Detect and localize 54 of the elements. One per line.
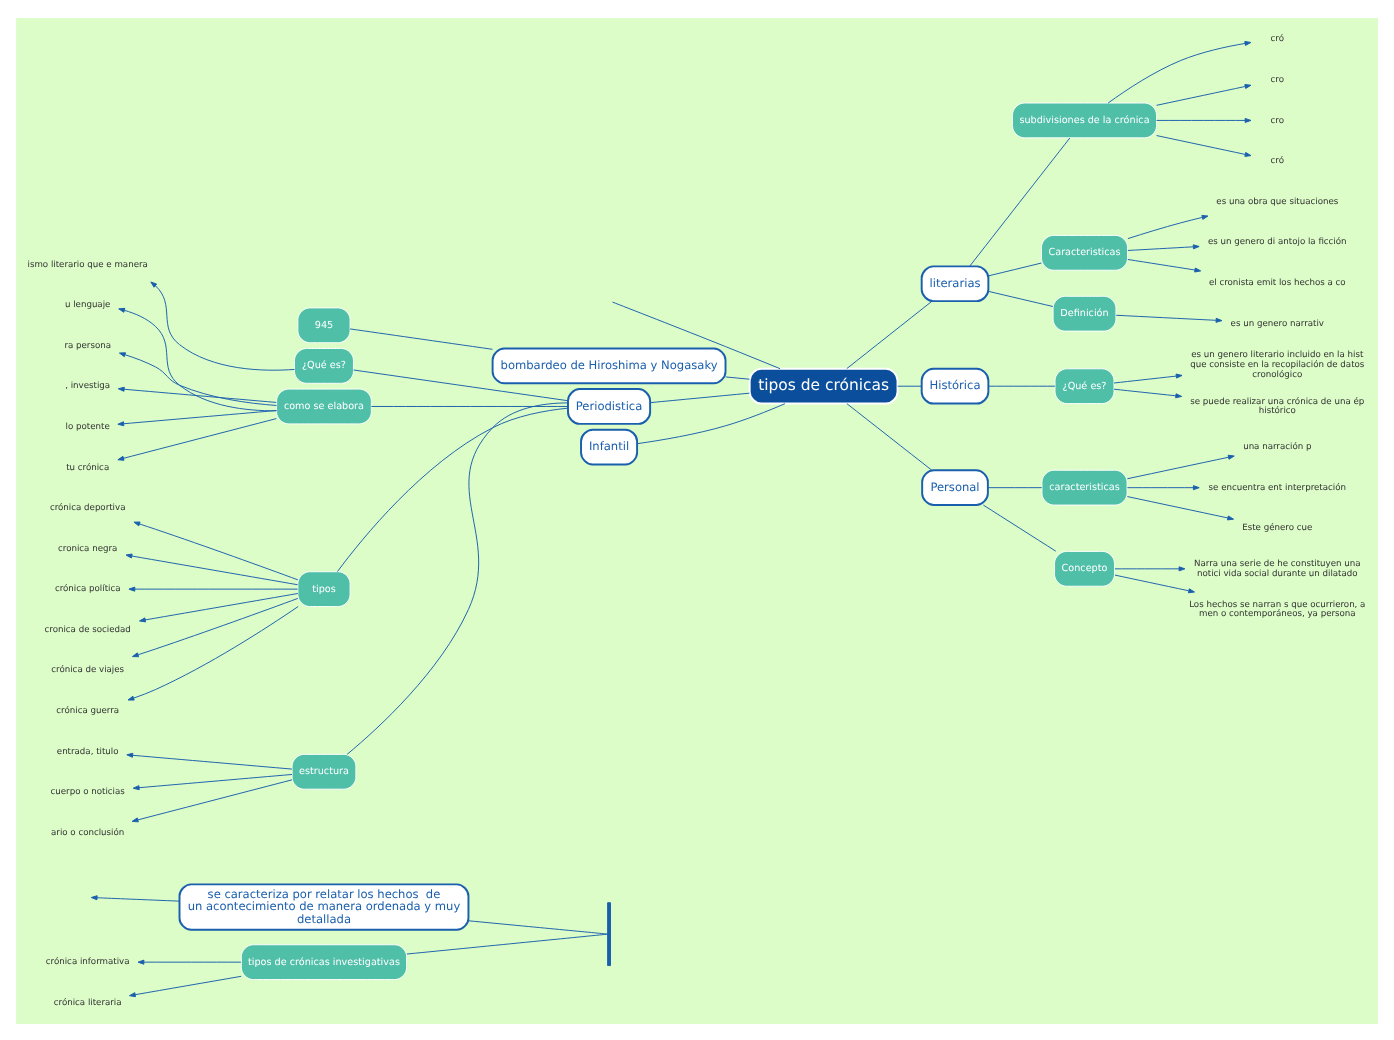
arrow — [1114, 565, 1186, 571]
arrow — [1126, 453, 1235, 479]
connector — [725, 375, 750, 379]
connector — [988, 261, 1042, 276]
arrow — [1107, 39, 1252, 103]
connector — [370, 405, 569, 406]
node-bar — [607, 901, 611, 965]
connector — [969, 136, 1071, 266]
connector — [468, 919, 608, 934]
arrow — [125, 552, 299, 585]
arrow — [117, 409, 277, 426]
arrow — [1114, 573, 1195, 593]
connector — [982, 503, 1057, 551]
arrow — [128, 585, 299, 591]
arrow — [1115, 313, 1223, 322]
connector — [349, 327, 493, 349]
arrow — [1156, 116, 1252, 122]
arrow — [133, 520, 299, 580]
arrow — [131, 778, 293, 822]
arrow — [117, 385, 277, 402]
arrow — [1126, 495, 1235, 520]
arrow — [127, 605, 299, 700]
arrow — [137, 958, 242, 964]
connector — [987, 486, 1043, 488]
connector — [346, 401, 569, 754]
connector — [897, 384, 923, 386]
arrow — [118, 351, 277, 405]
arrow — [126, 751, 293, 769]
arrow — [1127, 213, 1209, 239]
arrow — [1127, 243, 1200, 250]
arrow — [1126, 484, 1200, 490]
connector — [988, 384, 1056, 386]
connector — [649, 391, 750, 403]
connector — [988, 289, 1054, 306]
arrow — [129, 974, 242, 997]
arrow — [118, 306, 277, 411]
arrow — [1127, 258, 1202, 272]
connector — [406, 932, 608, 954]
arrow — [90, 894, 180, 901]
connector — [846, 300, 933, 369]
connector — [636, 402, 786, 444]
arrow — [132, 772, 293, 790]
arrow — [1113, 387, 1183, 398]
arrow — [1113, 372, 1183, 383]
connector — [353, 368, 568, 401]
arrow — [150, 280, 295, 370]
connector — [612, 300, 781, 369]
connector — [846, 402, 933, 470]
arrow — [1156, 83, 1252, 105]
arrow — [117, 417, 277, 460]
arrow — [139, 592, 299, 622]
arrow — [132, 596, 299, 657]
arrow — [1156, 134, 1252, 156]
connector — [336, 406, 569, 572]
